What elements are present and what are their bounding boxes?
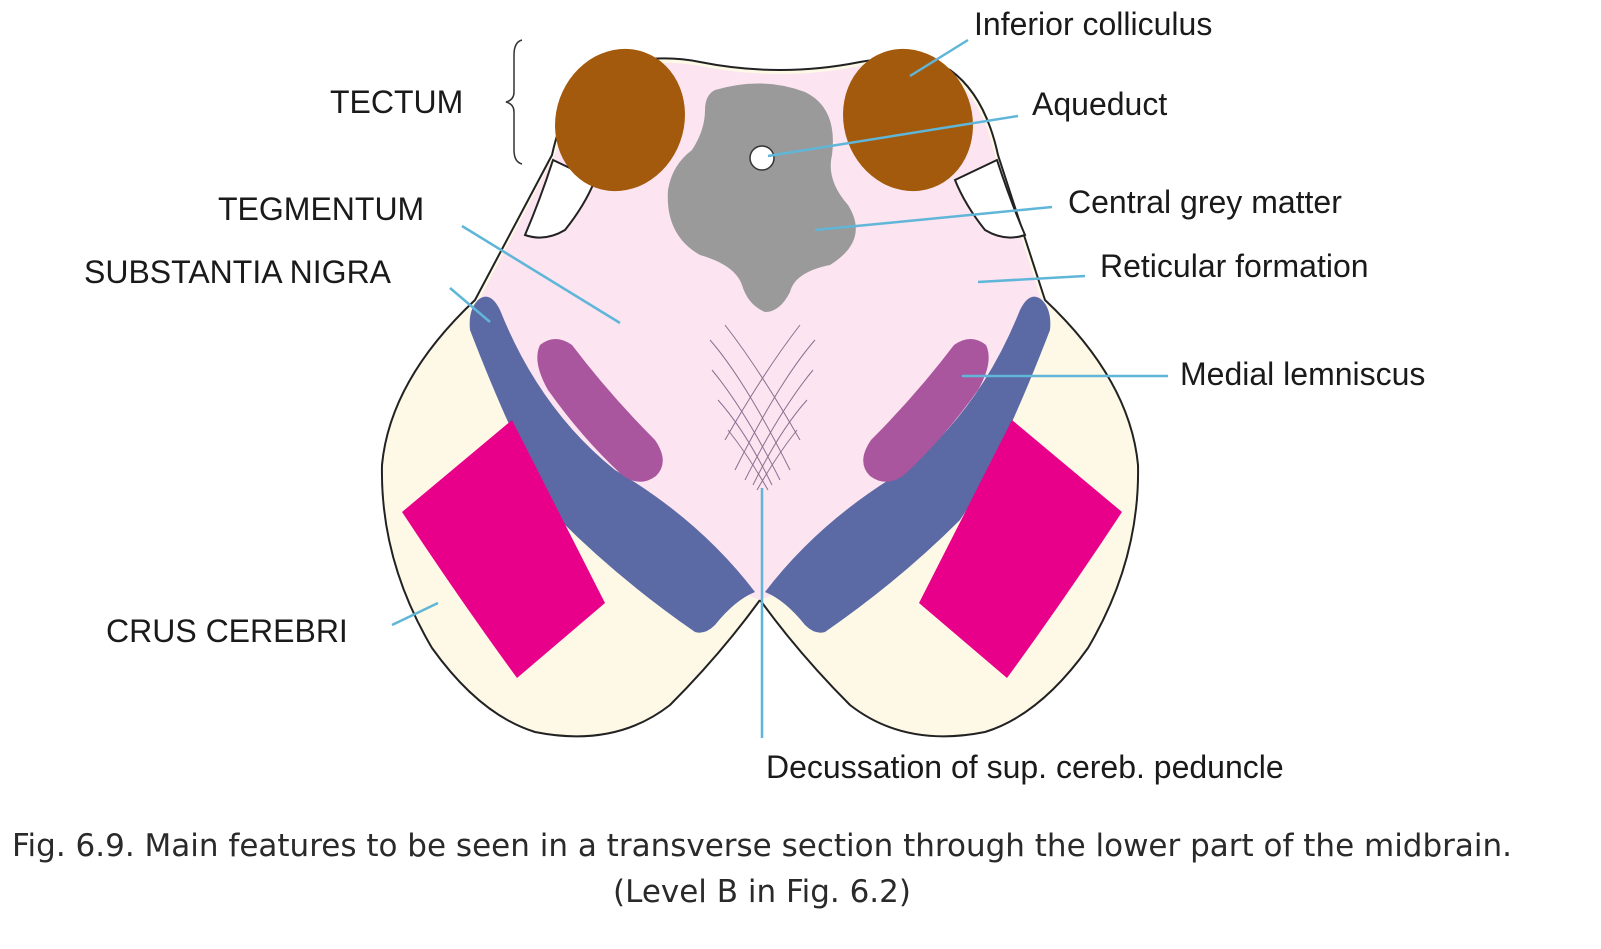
caption-line-1: Fig. 6.9. Main features to be seen in a …: [12, 828, 1512, 864]
label-aqueduct: Aqueduct: [1032, 86, 1167, 122]
central-grey-matter: [667, 83, 856, 312]
leader-substantia-nigra: [449, 287, 491, 323]
label-tegmentum: TEGMENTUM: [218, 191, 424, 227]
decussation-fibres: [709, 324, 816, 491]
left-medial-lemniscus: [537, 339, 663, 482]
leader-reticular-formation: [977, 274, 1086, 284]
leader-crus-cerebri: [391, 601, 439, 627]
label-crus-cerebri: CRUS CEREBRI: [106, 613, 348, 649]
right-lateral-notch: [953, 158, 1027, 239]
label-medial-lemniscus: Medial lemniscus: [1180, 356, 1425, 392]
left-crus-cerebri: [402, 420, 605, 678]
tectum-bracket: [505, 39, 523, 165]
right-inferior-colliculus: [843, 48, 973, 192]
caption-line-2: (Level B in Fig. 6.2): [613, 874, 911, 910]
leader-inferior-colliculus: [909, 38, 969, 78]
label-tectum: TECTUM: [330, 84, 463, 120]
label-decussation: Decussation of sup. cereb. peduncle: [766, 749, 1284, 785]
right-crus-cerebri: [919, 420, 1122, 678]
right-medial-lemniscus: [863, 339, 989, 482]
label-reticular-formation: Reticular formation: [1100, 248, 1369, 284]
label-substantia-nigra: SUBSTANTIA NIGRA: [84, 254, 392, 290]
leader-aqueduct: [767, 114, 1019, 158]
label-central-grey-matter: Central grey matter: [1068, 184, 1342, 220]
right-substantia-nigra: [765, 296, 1051, 633]
leader-tegmentum: [461, 224, 621, 325]
left-substantia-nigra: [469, 296, 755, 633]
aqueduct: [749, 145, 775, 171]
left-lateral-notch: [523, 158, 597, 239]
leader-central-grey: [814, 205, 1053, 232]
left-inferior-colliculus: [555, 48, 685, 192]
label-inferior-colliculus: Inferior colliculus: [974, 6, 1212, 42]
